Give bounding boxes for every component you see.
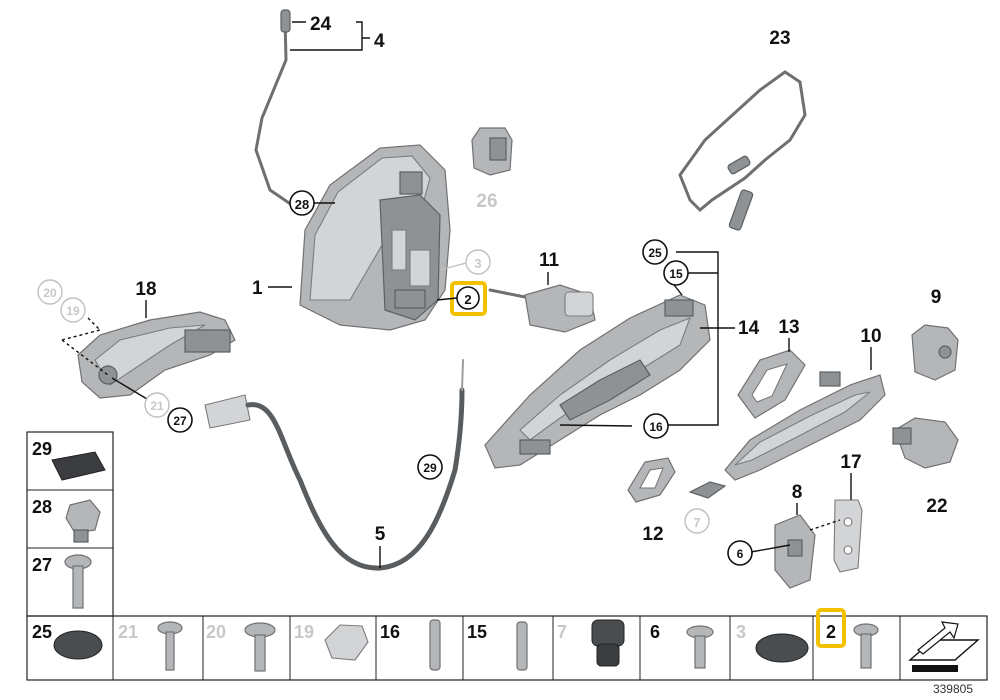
part-25-plug [53, 630, 103, 660]
label-16: 16 [649, 420, 663, 434]
leader-14-group [668, 251, 735, 426]
label-5: 5 [375, 524, 386, 545]
part-8-bracket [774, 514, 816, 589]
part-27-screw [64, 554, 92, 609]
table-label-20: 20 [206, 622, 226, 642]
table-label-29: 29 [32, 439, 52, 459]
label-25: 25 [648, 246, 662, 260]
table-label-6: 6 [650, 622, 660, 642]
part-14-handle-carrier [484, 294, 711, 469]
label-6: 6 [737, 547, 744, 561]
label-29: 29 [423, 461, 437, 475]
table-label-2: 2 [826, 622, 836, 642]
part-17-plate [833, 499, 863, 573]
part-3-plug [755, 633, 809, 663]
label-28: 28 [295, 197, 309, 212]
callout-7-circle [684, 508, 710, 534]
label-14: 14 [738, 318, 760, 339]
label-27: 27 [173, 414, 187, 428]
part-16-bolt [429, 619, 441, 671]
label-15: 15 [669, 267, 683, 281]
left-parts-column: 29 28 27 [26, 431, 114, 617]
leader-8-17-link [809, 519, 841, 531]
label-19: 19 [66, 304, 80, 318]
callout-19-circle [60, 297, 86, 323]
part-15-bolt [516, 621, 528, 671]
label-21: 21 [150, 399, 164, 413]
part-4-rod [254, 9, 294, 207]
callout-25-circle [642, 239, 668, 265]
part-5-bowden-cable [204, 359, 465, 571]
table-label-16: 16 [380, 622, 400, 642]
label-12: 12 [642, 524, 663, 545]
label-2: 2 [464, 292, 471, 307]
label-4: 4 [374, 31, 385, 52]
label-1: 1 [252, 278, 263, 299]
part-28-clip [65, 499, 101, 543]
leader-21 [111, 377, 153, 403]
label-23: 23 [769, 28, 790, 49]
label-26: 26 [476, 191, 497, 212]
callout-29-circle [417, 454, 443, 480]
part-10-outer-handle [688, 371, 886, 499]
part-9-cap [911, 324, 959, 381]
callout-6-circle [727, 540, 753, 566]
label-24: 24 [310, 14, 332, 35]
leader-2 [436, 297, 458, 301]
callout-20-circle [37, 279, 63, 305]
part-20-screw [244, 622, 276, 672]
callout-21-circle [144, 392, 170, 418]
callout-15-circle [663, 260, 689, 286]
callout-3-circle [465, 249, 491, 275]
callout-27-circle [167, 407, 193, 433]
label-11: 11 [539, 250, 560, 271]
leader-6 [750, 544, 791, 553]
part-1-door-lock [299, 144, 451, 331]
part-19-clip [324, 624, 369, 661]
table-label-15: 15 [467, 622, 487, 642]
table-label-21: 21 [118, 622, 138, 642]
part-26-clip [471, 127, 513, 176]
label-18: 18 [135, 279, 156, 300]
label-9: 9 [931, 287, 942, 308]
callout-2-circle [456, 286, 480, 310]
part-6-screw [686, 625, 714, 669]
table-label-28: 28 [32, 497, 52, 517]
part-13-gasket [737, 349, 806, 419]
label-3: 3 [474, 256, 481, 271]
table-label-25: 25 [32, 622, 52, 642]
label-17: 17 [840, 452, 861, 473]
part-21-screw [157, 621, 183, 671]
label-10: 10 [860, 326, 881, 347]
leader-3 [439, 262, 467, 271]
table-label-19: 19 [294, 622, 314, 642]
label-7: 7 [693, 515, 700, 530]
callout-16-circle [643, 413, 669, 439]
label-22: 22 [926, 496, 947, 517]
part-22-cap [892, 417, 959, 469]
view-arrow-icon [908, 621, 980, 672]
diagram-number: 339805 [933, 682, 973, 696]
leader-4-24 [290, 21, 370, 51]
part-18-inner-handle [77, 311, 236, 399]
table-label-7: 7 [557, 622, 567, 642]
bottom-parts-row: 25 21 20 19 16 15 7 [26, 608, 988, 681]
label-13: 13 [778, 317, 799, 338]
part-23-cable [678, 70, 807, 231]
part-7-plug [591, 619, 625, 667]
part-12-gasket [627, 457, 676, 503]
leader-19-20 [61, 317, 109, 376]
table-label-27: 27 [32, 555, 52, 575]
label-20: 20 [43, 286, 57, 300]
label-8: 8 [792, 482, 803, 503]
callout-28-circle [289, 190, 315, 216]
part-29-pad [51, 451, 106, 481]
table-label-3: 3 [736, 622, 746, 642]
part-2-screw [853, 623, 879, 669]
part-11-actuator [488, 284, 596, 333]
highlight-2-table-box [816, 608, 846, 648]
